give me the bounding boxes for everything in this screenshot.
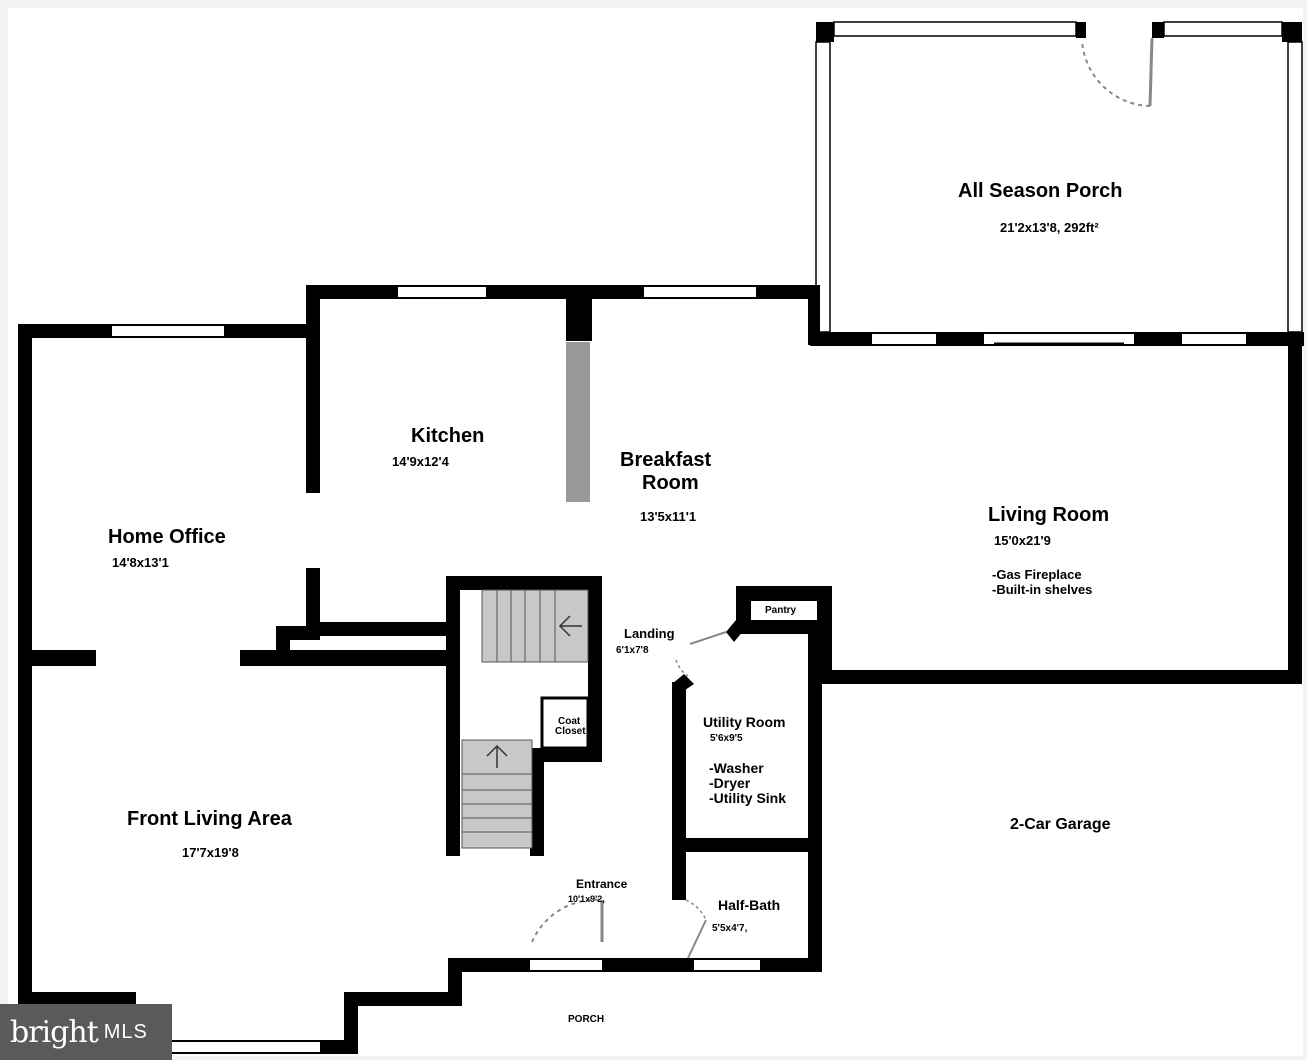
front-living-area-dims: 17'7x19'8 [182,845,239,860]
home-office-label: Home Office [108,526,226,548]
utility-feature-washer: -Washer [709,760,764,776]
utility-feature-sink: -Utility Sink [709,790,787,806]
breakfast-room-label-line2: Room [642,472,699,494]
kitchen-label: Kitchen [411,425,485,447]
lower-stairs [461,739,533,849]
coat-closet-label-line1: Coat [558,716,581,727]
logo-suffix-text: MLS [103,1020,148,1043]
landing-label: Landing [624,626,675,641]
coat-closet-label-line2: Closet [555,726,586,737]
landing-dims: 6'1x7'8 [616,645,649,656]
living-room-dims: 15'0x21'9 [994,533,1051,548]
living-room-label: Living Room [988,504,1110,526]
logo-brand-text: bright [10,1014,99,1050]
utility-room-label: Utility Room [703,714,786,730]
entrance-dims: 10'1x9'2, [568,894,605,904]
all-season-porch-walls [810,21,1304,346]
breakfast-room-label-line1: Breakfast [620,449,712,471]
living-room-feature-shelves: -Built-in shelves [992,582,1093,597]
breakfast-room-dims: 13'5x11'1 [640,509,697,524]
living-room-feature-fireplace: -Gas Fireplace [992,567,1082,582]
pantry-label: Pantry [765,605,797,616]
exterior-walls [18,285,1302,1054]
garage-label: 2-Car Garage [1010,816,1111,833]
half-bath-dims: 5'5x4'7, [712,923,748,934]
bright-mls-logo: bright MLS [0,1004,172,1060]
porch-label: PORCH [568,1014,605,1025]
all-season-porch-label: All Season Porch [958,180,1123,202]
home-office-dims: 14'8x13'1 [112,555,169,570]
utility-feature-dryer: -Dryer [709,775,751,791]
entrance-label: Entrance [576,877,628,891]
interior-walls [32,299,832,959]
half-bath-label: Half-Bath [718,897,781,913]
upper-stairs [481,589,589,663]
front-living-area-label: Front Living Area [127,808,292,830]
kitchen-dims: 14'9x12'4 [392,454,449,469]
floor-area [8,8,1303,1056]
utility-room-dims: 5'6x9'5 [710,733,743,744]
all-season-porch-dims: 21'2x13'8, 292ft² [1000,220,1099,235]
